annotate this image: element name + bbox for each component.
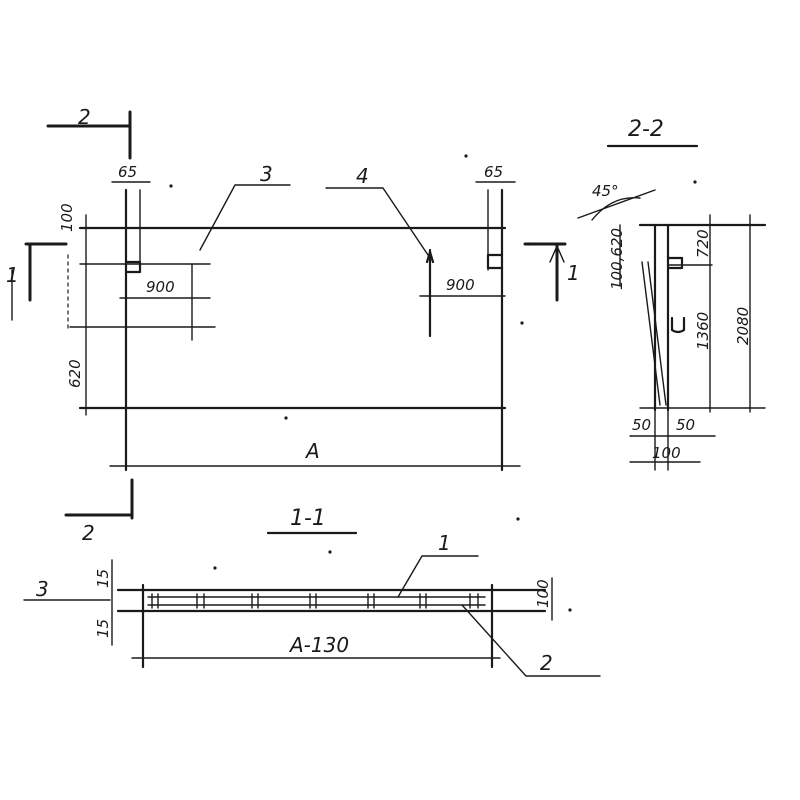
section-2-2: 2-2 45° 100,620 720 1360 2080 50 50 100 xyxy=(577,117,767,471)
cut-1-right-label: 1 xyxy=(567,261,580,285)
insert-bar-4-top xyxy=(425,250,435,264)
right-lifting-hook xyxy=(486,253,504,270)
lower-height-dim-label: 620 xyxy=(66,359,84,388)
edge-left-dim-label: 65 xyxy=(118,163,137,181)
left-lifting-hook xyxy=(124,260,142,274)
section-2-2-hook-lower xyxy=(670,316,686,334)
cut-1-left-label: 1 xyxy=(6,263,19,287)
slope-dim-label: 100,620 xyxy=(608,228,626,290)
lower-dim-label: 1360 xyxy=(694,312,712,350)
scan-specks xyxy=(169,154,697,612)
total-dim-label: 2080 xyxy=(734,307,752,345)
section-1-1-title: 1-1 xyxy=(290,506,326,531)
callout-2-label: 2 xyxy=(540,651,553,675)
bottom-total-dim-label: 100 xyxy=(652,444,681,462)
callout-4-label: 4 xyxy=(356,164,369,188)
section-2-2-hook-upper xyxy=(666,256,684,270)
bottom-left-dim-label: 50 xyxy=(632,416,651,434)
callout-3-label: 3 xyxy=(260,162,273,186)
section-2-2-slope-1 xyxy=(641,261,661,406)
angle-arc xyxy=(591,196,641,221)
thickness-dim-label: 100 xyxy=(534,579,552,608)
edge-right-dim-label: 65 xyxy=(484,163,503,181)
angle-leader xyxy=(577,189,656,219)
callout-2-leader xyxy=(461,604,601,677)
hook-right-dim-label: 900 xyxy=(446,276,475,294)
section-1-1-callout-3-label: 3 xyxy=(36,577,49,601)
section-2-2-slope-2 xyxy=(647,261,667,406)
section-1-1: 1-1 3 15 15 xyxy=(23,506,601,677)
cut-2-bottom-label: 2 xyxy=(82,521,95,545)
angle-label: 45° xyxy=(592,182,619,200)
callout-1-leader xyxy=(397,555,479,598)
callout-4-leader xyxy=(325,187,429,256)
section-1-1-length-label: A-130 xyxy=(288,633,349,657)
rebar-ties xyxy=(151,593,479,609)
callout-3-leader xyxy=(199,184,291,251)
cut-2-top-label: 2 xyxy=(78,105,91,129)
callout-1-label: 1 xyxy=(438,531,451,555)
top-cover-dim-label: 15 xyxy=(94,569,112,588)
bottom-right-dim-label: 50 xyxy=(676,416,695,434)
offset-top-dim-label: 100 xyxy=(58,203,76,232)
hook-left-dim-label: 900 xyxy=(146,278,175,296)
cut-1-right-arrowhead xyxy=(549,245,565,263)
upper-dim-label: 720 xyxy=(694,229,712,258)
section-2-2-title: 2-2 xyxy=(628,117,664,142)
bottom-cover-dim-label: 15 xyxy=(94,619,112,638)
plan-view: 2 2 1 1 900 900 xyxy=(6,105,580,545)
length-dim-label: A xyxy=(304,439,320,463)
